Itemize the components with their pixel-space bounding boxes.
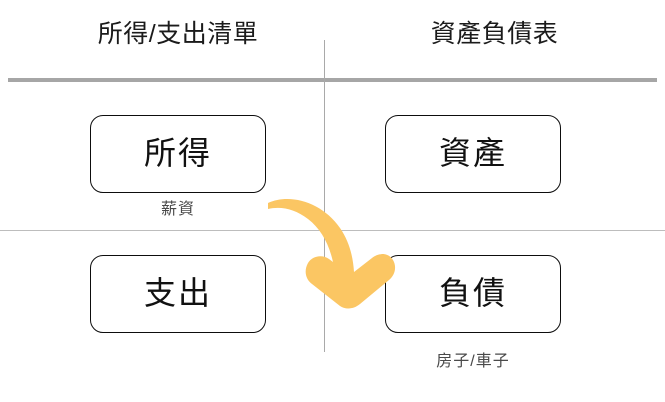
row-divider-rule [0, 230, 665, 231]
caption-income-salary: 薪資 [160, 201, 195, 218]
column-divider-rule [324, 40, 325, 352]
box-income[interactable]: 所得 [90, 115, 266, 193]
caption-liability-house-car: 房子/車子 [436, 353, 510, 370]
box-liability[interactable]: 負債 [385, 255, 561, 333]
column-header-balance-sheet: 資產負債表 [430, 20, 559, 48]
box-asset[interactable]: 資產 [385, 115, 561, 193]
header-divider-rule [8, 78, 657, 82]
column-header-income-expense-list: 所得/支出清單 [97, 20, 259, 48]
income-to-liability-arrow-icon [268, 199, 396, 309]
box-expense[interactable]: 支出 [90, 255, 266, 333]
